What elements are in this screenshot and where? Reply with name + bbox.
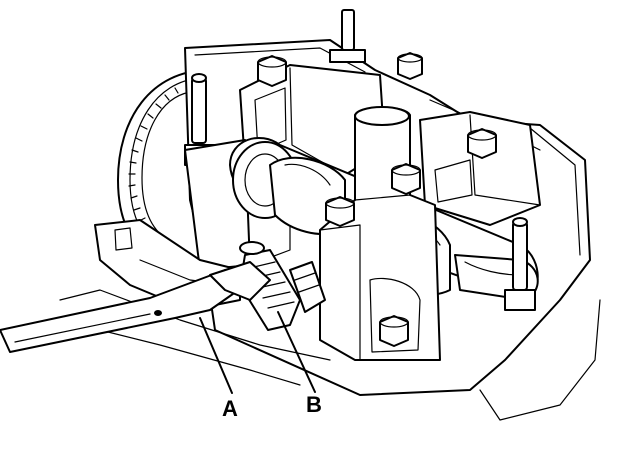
callout-label-a: A [222, 396, 238, 421]
leader-line-a [199, 317, 233, 394]
center-rod [329, 9, 366, 63]
cap-bolt-6 [379, 315, 409, 347]
cap-bolt-1 [257, 55, 287, 87]
cap-bolt-4 [391, 163, 421, 195]
wrench-tool [0, 261, 271, 353]
cap-bolt-5 [325, 196, 355, 227]
right-stud [504, 217, 536, 311]
cap-bolt-3 [467, 128, 497, 159]
leader-line-b [277, 311, 316, 393]
cap-bolt-2 [397, 52, 423, 80]
callout-label-b: B [306, 392, 322, 417]
